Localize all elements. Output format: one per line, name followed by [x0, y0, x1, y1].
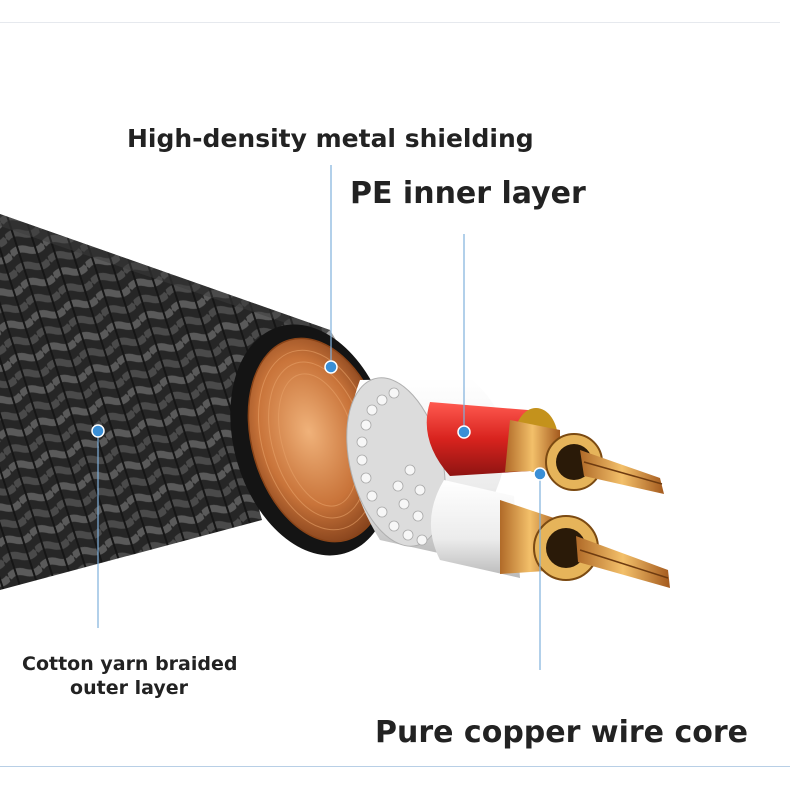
- label-cotton-line2: outer layer: [70, 677, 188, 699]
- leader-lines: [97, 165, 541, 670]
- top-divider: [0, 22, 780, 23]
- shielding-marker-dot: [324, 360, 338, 374]
- label-cotton-braid: Cotton yarn braided outer layer: [22, 652, 238, 700]
- label-copper-core: Pure copper wire core: [375, 715, 748, 750]
- label-cotton-line1: Cotton yarn braided: [22, 653, 238, 675]
- leader-dots: [91, 360, 547, 481]
- white-conductor: [430, 480, 670, 588]
- label-shielding: High-density metal shielding: [127, 124, 534, 153]
- bottom-divider: [0, 766, 790, 767]
- braided-jacket: [0, 214, 336, 590]
- copper-shielding: [247, 337, 389, 543]
- label-pe-layer: PE inner layer: [350, 176, 586, 211]
- copper-marker-dot: [533, 467, 547, 481]
- cotton-marker-dot: [91, 424, 105, 438]
- pe-layer-marker-dot: [457, 425, 471, 439]
- red-conductor: [426, 402, 664, 494]
